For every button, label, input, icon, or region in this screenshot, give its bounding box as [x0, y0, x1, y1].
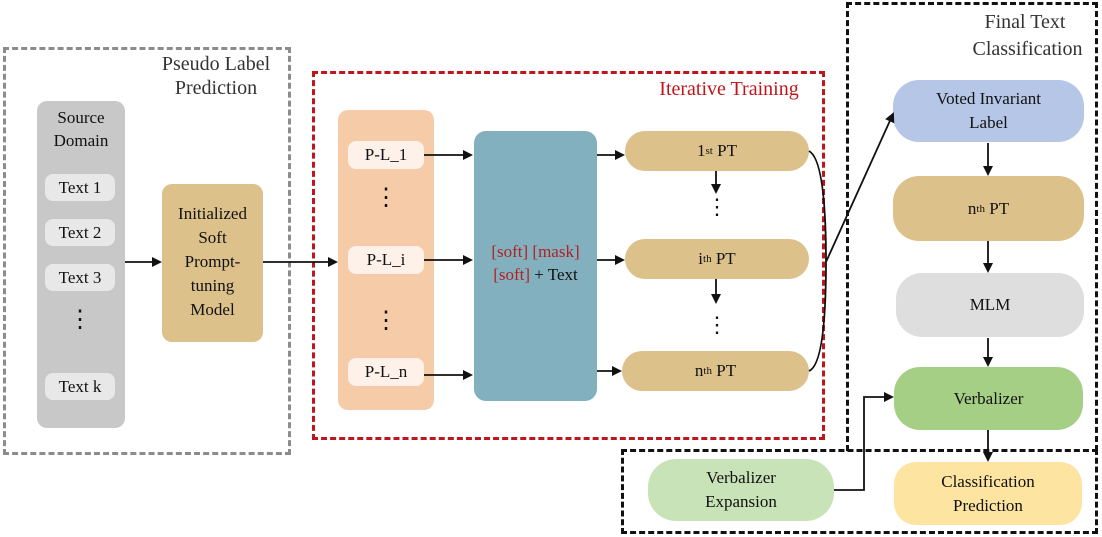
prompt-template-line-2: [soft] + Text	[474, 265, 597, 285]
mlm-box: MLM	[896, 273, 1084, 337]
voted-label-line-1: Voted Invariant	[936, 89, 1041, 108]
initial-model-line-5: Model	[190, 300, 235, 319]
arrow-expansion-to-verbalizer	[834, 392, 894, 491]
final-classification-title-1: Final Text	[984, 11, 1066, 33]
text-item-k: Text k	[45, 373, 115, 400]
initial-model-line-3: Prompt-	[184, 252, 241, 271]
final-nth-pt-prefix: n	[967, 198, 977, 218]
final-classification-region-lower	[621, 449, 1098, 534]
classification-line-2: Prediction	[953, 495, 1023, 515]
final-classification-region	[846, 2, 1098, 451]
voted-label-line-2: Label	[969, 113, 1008, 132]
text-item-1: Text 1	[45, 174, 115, 201]
template-soft-token-2: [soft]	[493, 265, 531, 284]
prompt-template-line-1: [soft] [mask]	[474, 242, 597, 262]
pt-ellipsis-1: ⋮	[706, 194, 728, 219]
source-domain-title-1: Source	[57, 108, 105, 127]
initial-model-line-4: tuning	[190, 276, 235, 295]
text-item-3: Text 3	[45, 264, 115, 291]
source-domain-title-2: Domain	[53, 131, 109, 150]
iterative-training-region	[312, 71, 825, 440]
pseudo-label-region	[3, 47, 291, 455]
pseudo-label-i: P-L_i	[348, 246, 424, 274]
initial-model-label: Initialized Soft Prompt- tuning Model	[162, 202, 263, 322]
text-ellipsis: ⋮	[68, 307, 92, 333]
nth-pt-suffix: PT	[711, 361, 737, 380]
template-soft-token-1: [soft]	[491, 242, 529, 261]
arrow-to-voted-label	[825, 112, 895, 263]
merge-bracket	[808, 150, 827, 372]
voted-invariant-label: Voted Invariant Label	[893, 80, 1084, 142]
verbalizer-expansion-line-2: Expansion	[705, 492, 777, 511]
initial-model-line-1: Initialized	[178, 204, 247, 223]
verbalizer-expansion-box: Verbalizer Expansion	[648, 459, 834, 521]
pseudo-label-1: P-L_1	[348, 141, 424, 169]
verbalizer-box: Verbalizer	[894, 367, 1083, 430]
ith-pt-prefix: i	[698, 249, 704, 268]
nth-pt-prefix: n	[694, 361, 704, 380]
final-nth-pt-suffix: PT	[984, 198, 1010, 218]
prompt-template-box	[474, 131, 597, 401]
template-mask-token: [mask]	[532, 242, 580, 261]
ith-pt-suffix: PT	[711, 249, 736, 268]
initial-model-line-2: Soft	[198, 228, 227, 247]
pseudo-label-n: P-L_n	[348, 358, 424, 386]
classification-prediction-box: Classification Prediction	[894, 462, 1082, 525]
pseudo-label-ellipsis-1: ⋮	[374, 185, 398, 211]
initial-model-box	[162, 184, 263, 342]
first-pt-suffix: PT	[712, 141, 737, 160]
iterative-training-title: Iterative Training	[659, 78, 799, 100]
first-pt-prefix: 1	[697, 141, 706, 160]
final-classification-title-2: Classification	[972, 38, 1083, 60]
text-item-2: Text 2	[45, 219, 115, 246]
classification-line-1: Classification	[941, 471, 1035, 491]
pseudo-label-ellipsis-2: ⋮	[374, 308, 398, 334]
verbalizer-expansion-line-1: Verbalizer	[706, 468, 776, 487]
pseudo-label-title: Pseudo Label Prediction	[161, 53, 271, 99]
pt-ellipsis-2: ⋮	[706, 312, 728, 337]
template-plus-text: + Text	[530, 265, 578, 284]
